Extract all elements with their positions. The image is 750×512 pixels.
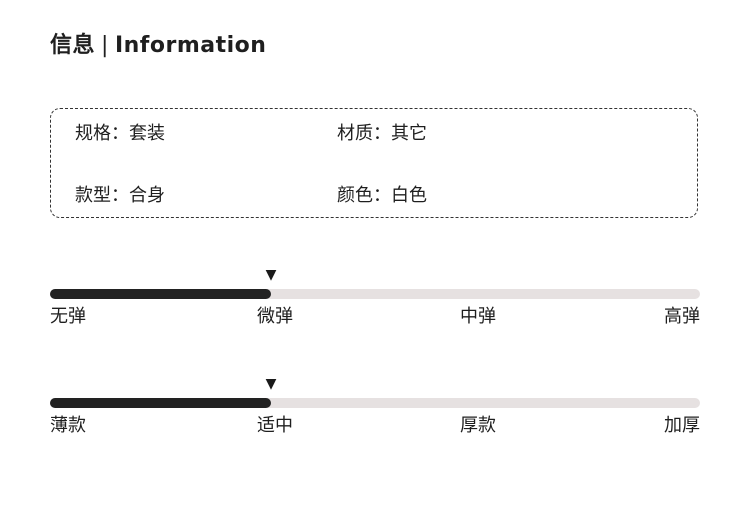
scale-label-extra-thick: 加厚	[664, 415, 700, 436]
spec-key: 颜色：	[337, 185, 391, 206]
scale-track	[50, 398, 700, 408]
scale-label-no-stretch: 无弹	[50, 306, 86, 327]
scale-label-medium: 适中	[257, 415, 293, 436]
title-separator: |	[101, 33, 109, 58]
selection-marker-icon: ▼	[265, 267, 277, 283]
spec-item-color: 颜色：白色	[337, 183, 427, 209]
spec-value: 套装	[129, 123, 165, 144]
page-title: 信息|Information	[50, 30, 266, 62]
spec-item-fit: 款型：合身	[75, 183, 165, 209]
spec-key: 材质：	[337, 123, 391, 144]
scale-fill	[50, 398, 271, 408]
scale-label-thick: 厚款	[460, 415, 496, 436]
scale-label-slight-stretch: 微弹	[257, 306, 293, 327]
spec-item-material: 材质：其它	[337, 121, 427, 147]
spec-info-box: 规格：套装 材质：其它 款型：合身 颜色：白色	[50, 108, 698, 218]
spec-item-size: 规格：套装	[75, 121, 165, 147]
scale-label-thin: 薄款	[50, 415, 86, 436]
spec-key: 款型：	[75, 185, 129, 206]
scale-track	[50, 289, 700, 299]
selection-marker-icon: ▼	[265, 376, 277, 392]
thickness-scale: ▼ 薄款 适中 厚款 加厚	[50, 377, 700, 457]
title-chinese: 信息	[50, 33, 96, 58]
spec-key: 规格：	[75, 123, 129, 144]
scale-fill	[50, 289, 271, 299]
elasticity-scale: ▼ 无弹 微弹 中弹 高弹	[50, 268, 700, 348]
scale-label-medium-stretch: 中弹	[460, 306, 496, 327]
spec-value: 其它	[391, 123, 427, 144]
spec-value: 白色	[391, 185, 427, 206]
scale-label-high-stretch: 高弹	[664, 306, 700, 327]
spec-value: 合身	[129, 185, 165, 206]
title-english: Information	[114, 33, 267, 58]
